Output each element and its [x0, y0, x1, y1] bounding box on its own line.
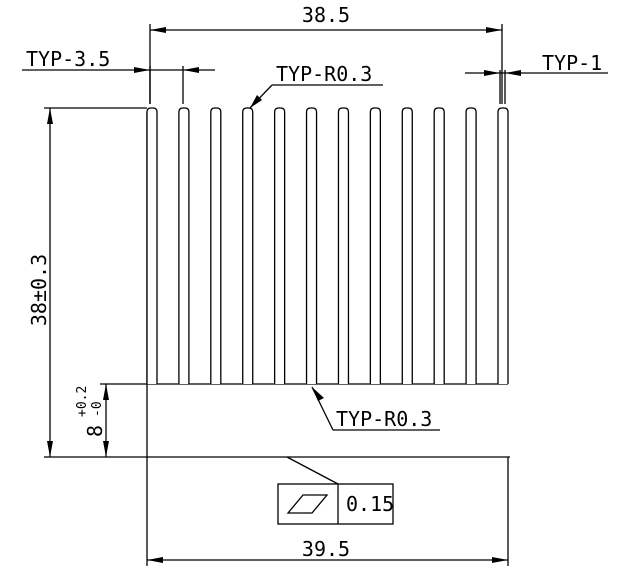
arrowhead — [312, 387, 324, 401]
arrowhead — [486, 27, 502, 33]
fin — [210, 107, 222, 384]
dimension-base-height: 8 +0.2 -0 — [75, 383, 147, 457]
dimension-text-base-height: 8 — [83, 425, 107, 437]
fin — [401, 107, 413, 384]
arrowhead — [492, 557, 508, 563]
leader-fin-tip-radius: TYP-R0.3 — [249, 62, 383, 109]
leader-line — [286, 456, 339, 485]
dimension-text-fin-pitch: TYP-3.5 — [26, 47, 110, 71]
arrowhead — [47, 108, 53, 124]
note-fin-tip-radius: TYP-R0.3 — [276, 62, 372, 86]
flatness-tolerance-value: 0.15 — [346, 492, 394, 516]
fin — [433, 107, 445, 384]
dimension-tolerance-upper: +0.2 — [75, 386, 90, 417]
flatness-icon — [286, 494, 329, 514]
fin — [497, 107, 509, 384]
dimension-text-bottom-width: 39.5 — [302, 537, 350, 561]
arrowhead — [103, 441, 109, 457]
arrowhead — [150, 27, 166, 33]
flatness-callout: 0.15 — [277, 456, 394, 525]
dimension-fin-thickness: TYP-1 — [465, 51, 608, 104]
dimension-text-top-width: 38.5 — [302, 3, 350, 27]
arrowhead — [505, 70, 521, 76]
note-fin-root-radius: TYP-R0.3 — [336, 407, 432, 431]
fin — [178, 107, 190, 384]
dimension-text-height: 38±0.3 — [27, 254, 51, 326]
arrowhead — [484, 70, 500, 76]
arrowhead — [147, 557, 163, 563]
fin — [337, 107, 350, 384]
fin — [369, 107, 382, 384]
fin — [465, 107, 477, 384]
arrowhead — [183, 67, 199, 73]
arrowhead — [134, 67, 150, 73]
leader-fin-root-radius: TYP-R0.3 — [311, 386, 440, 431]
fin — [242, 107, 254, 384]
fin — [146, 107, 158, 384]
dimension-fin-pitch: TYP-3.5 — [22, 47, 215, 104]
fin — [305, 107, 318, 384]
dimension-text-fin-thickness: TYP-1 — [542, 51, 602, 75]
fins — [146, 107, 509, 384]
fin — [273, 107, 286, 384]
dimension-top-width: 38.5 — [149, 3, 503, 104]
dimension-bottom-width: 39.5 — [146, 457, 509, 566]
arrowhead — [47, 441, 53, 457]
heatsink-profile — [146, 107, 510, 458]
arrowhead — [250, 95, 262, 108]
arrowhead — [103, 384, 109, 400]
feature-control-frame — [277, 483, 394, 525]
dimension-height: 38±0.3 — [27, 107, 147, 458]
dimension-tolerance-lower: -0 — [90, 401, 105, 417]
